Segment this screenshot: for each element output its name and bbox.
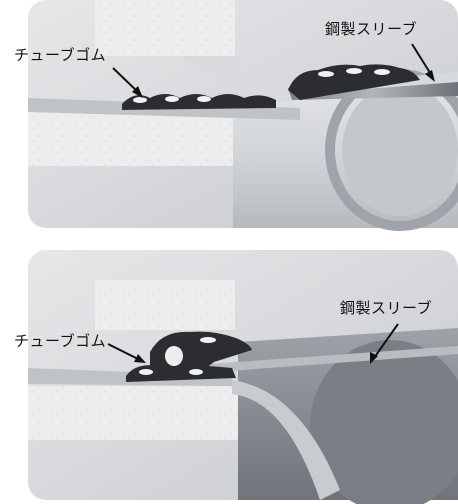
pipe-end-inner [342,84,458,216]
top-panel-before-inflation: チューブゴム 鋼製スリーブ [0,0,458,232]
bottom-panel-after-inflation: チューブゴム 鋼製スリーブ [0,250,458,504]
steel-sleeve-label: 鋼製スリーブ [325,20,418,38]
arrow-to-steel-sleeve [370,323,399,364]
arrow-to-tube-rubber [112,67,143,98]
concrete-wall-top [95,0,235,56]
tube-rubber-deflated [122,94,276,110]
tube-rubber-inflated [126,331,252,382]
tube-rubber-label: チューブゴム [14,332,107,350]
tube-rubber-folded [288,64,420,100]
arrow-to-steel-sleeve [411,43,435,82]
concrete-wall-lower [28,386,243,440]
concrete-wall-top [95,280,235,330]
steel-sleeve-edge [210,346,458,372]
arrow-to-tube-rubber [107,343,146,363]
tube-rubber-label: チューブゴム [14,46,107,64]
top-panel-illustration [28,0,458,231]
steel-sleeve-bore [310,340,458,504]
bottom-panel-illustration [28,250,458,504]
pipe-end-ring [232,380,340,500]
steel-sleeve-label: 鋼製スリーブ [340,299,433,317]
concrete-wall-lower [28,112,233,166]
